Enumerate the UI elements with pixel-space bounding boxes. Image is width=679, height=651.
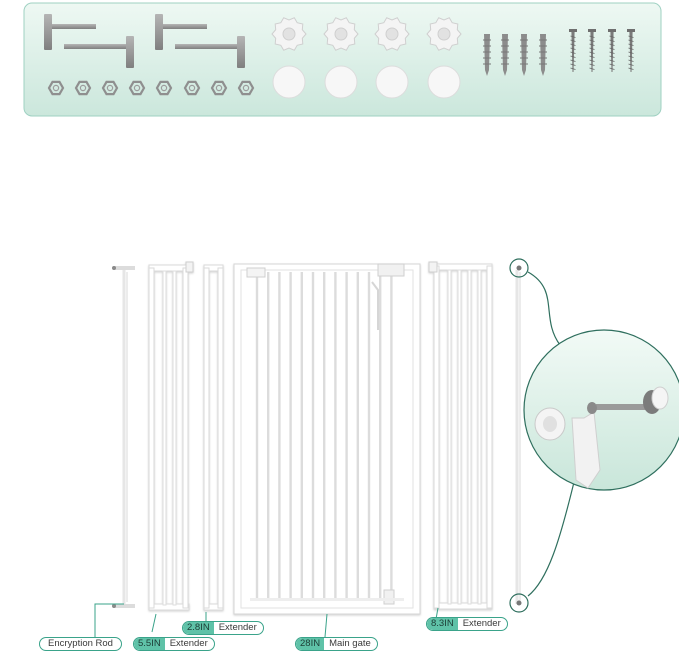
cog-cup-icon [374,17,410,51]
zoom-bolt [587,386,669,414]
label-main-gate: 28IN Main gate [295,637,378,651]
hex-nut-icon [155,80,173,96]
extender-5-5in [148,261,194,611]
screw-icon [569,29,577,72]
hex-nut-icon [101,80,119,96]
label-extender-8-3in: 8.3IN Extender [426,617,508,631]
callout-lines [527,271,576,597]
label-extender-2-8in-size: 2.8IN [183,622,214,634]
label-extender-5-5in: 5.5IN Extender [133,637,215,651]
label-main-gate-size: 28IN [296,638,325,650]
cog-cup-icon [426,17,462,51]
wall-anchor-icon [520,34,528,76]
hardware-panel [23,2,662,117]
wall-anchor-icon [539,34,547,76]
wall-disc-icon [427,65,461,99]
label-extender-8-3in-text: Extender [462,618,501,629]
main-gate [233,263,421,615]
zoom-detail [523,329,679,491]
screw-icon [627,29,635,72]
label-extender-5-5in-size: 5.5IN [134,638,165,650]
label-extender-8-3in-size: 8.3IN [427,618,458,630]
hex-nuts [47,80,255,96]
hex-nut-icon [128,80,146,96]
wall-anchor-icon [483,34,491,76]
spindle-bolts [44,14,245,68]
hex-nut-icon [210,80,228,96]
hex-nut-icon [47,80,65,96]
screw-icon [608,29,616,72]
right-encryption-rod [509,258,529,613]
wood-screws [569,29,635,72]
wall-disc-icon [324,65,358,99]
cog-cup-icon [271,17,307,51]
wall-cups [271,17,462,99]
wall-disc-icon [375,65,409,99]
wall-anchor-icon [501,34,509,76]
extender-8-3in [428,261,493,610]
hex-nut-icon [74,80,92,96]
label-encryption-rod-text: Encryption Rod [48,638,113,649]
label-extender-2-8in: 2.8IN Extender [182,621,264,635]
wall-disc-icon [272,65,306,99]
cog-cup-icon [323,17,359,51]
encryption-rod [112,266,135,608]
label-extender-5-5in-text: Extender [169,638,208,649]
extender-2-8in [203,264,224,611]
hex-nut-icon [237,80,255,96]
zoom-cog [534,407,566,441]
label-main-gate-text: Main gate [329,638,371,649]
wall-anchors [483,34,547,76]
label-extender-2-8in-text: Extender [218,622,257,633]
label-leaders [94,603,439,638]
hex-nut-icon [183,80,201,96]
label-encryption-rod: Encryption Rod [39,637,122,651]
screw-icon [588,29,596,72]
